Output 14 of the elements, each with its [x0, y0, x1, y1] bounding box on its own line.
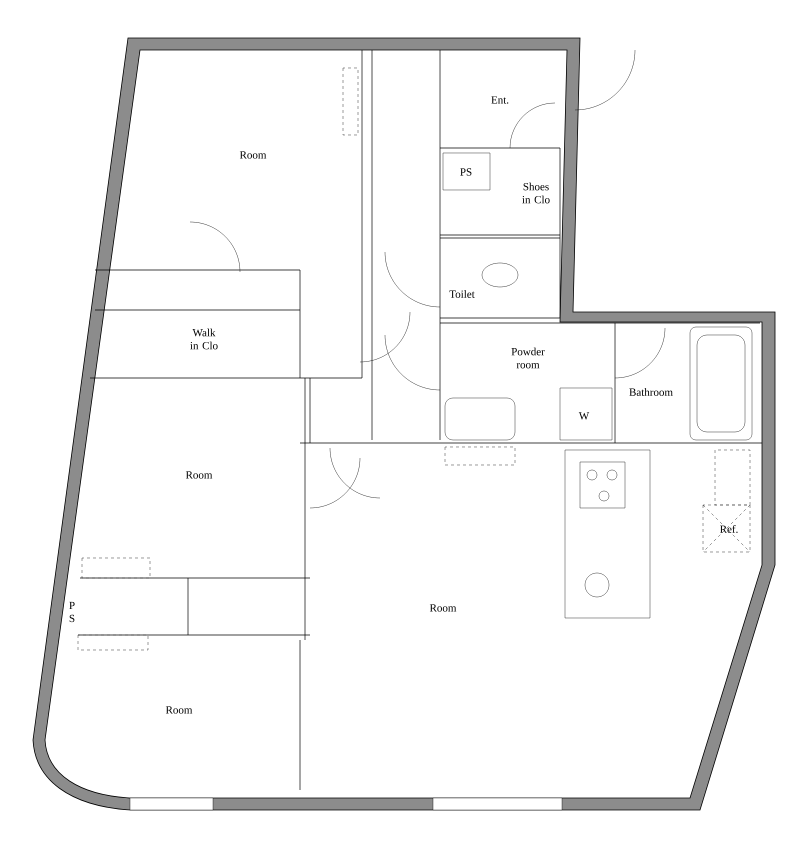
room-label: Room	[186, 471, 212, 479]
room-label: PS	[460, 168, 472, 176]
room-label: Shoes in Clo	[522, 182, 550, 204]
fixture-label: W	[578, 412, 590, 420]
room-label: P S	[69, 602, 75, 622]
room-label: Ent.	[491, 96, 508, 104]
room-label: Powder room	[512, 348, 545, 368]
room-label: Bathroom	[629, 388, 673, 396]
room-label: Room	[240, 151, 266, 159]
room-label: Walk in Clo	[190, 328, 218, 350]
fixture-label: Ref.	[720, 525, 738, 533]
room-label: Room	[166, 706, 192, 714]
room-label: Toilet	[449, 290, 475, 298]
room-label: Room	[430, 604, 456, 612]
